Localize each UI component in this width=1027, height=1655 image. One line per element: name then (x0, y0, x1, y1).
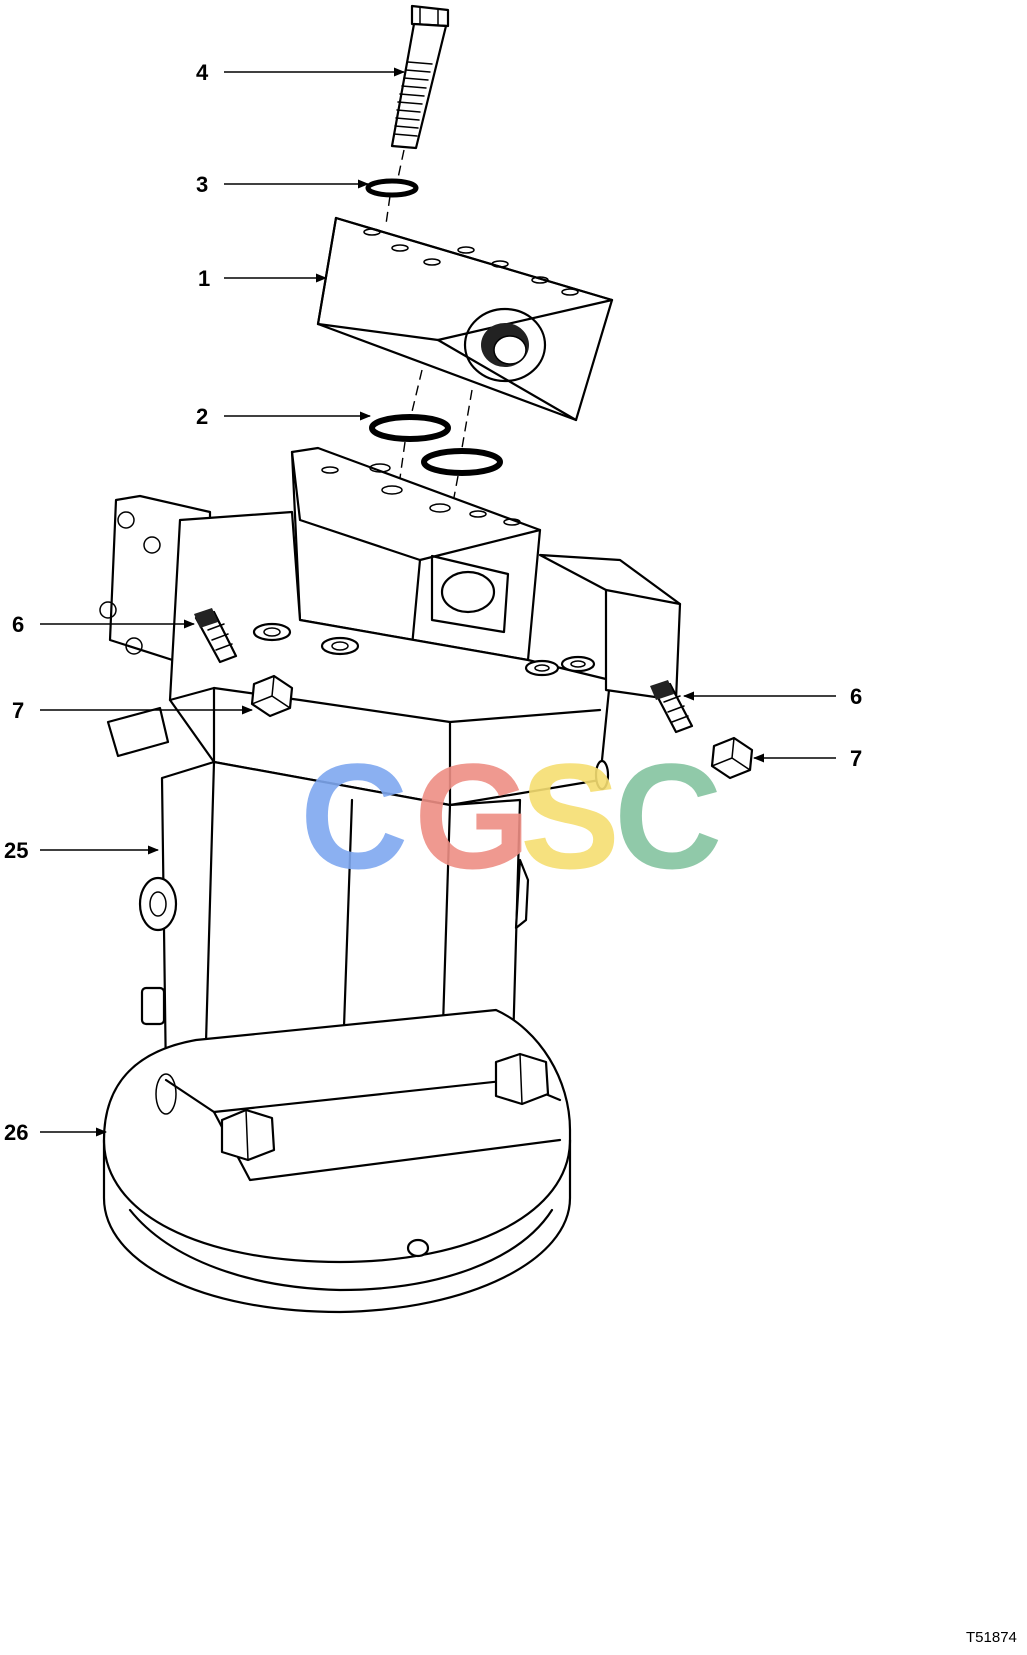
callout-26: 26 (4, 1120, 28, 1145)
leader-lines (40, 67, 836, 1137)
watermark-letter-c1: C (300, 732, 408, 900)
bolt-icon (390, 4, 450, 179)
figure-id: T51874 (966, 1629, 1017, 1646)
cap-icon (250, 674, 754, 780)
fitting-icon (194, 608, 694, 734)
callout-6-right: 6 (850, 684, 862, 709)
callout-3: 3 (196, 172, 208, 197)
callout-labels: 4 3 1 2 6 7 6 7 25 26 (4, 60, 862, 1145)
callout-2: 2 (196, 404, 208, 429)
watermark-letter-g: G (414, 732, 531, 900)
watermark-letter-s: S (520, 732, 620, 900)
callout-25: 25 (4, 838, 28, 863)
washer-icon (365, 178, 419, 225)
callout-1: 1 (198, 266, 210, 291)
valve-block-icon (316, 216, 614, 449)
mounting-flange-icon (102, 1008, 572, 1314)
callout-7-left: 7 (12, 698, 24, 723)
callout-7-right: 7 (850, 746, 862, 771)
o-ring-icon (369, 414, 503, 509)
cgsc-watermark: C G S C (300, 732, 722, 900)
watermark-letter-c2: C (614, 732, 722, 900)
callout-4: 4 (196, 60, 209, 85)
callout-6-left: 6 (12, 612, 24, 637)
